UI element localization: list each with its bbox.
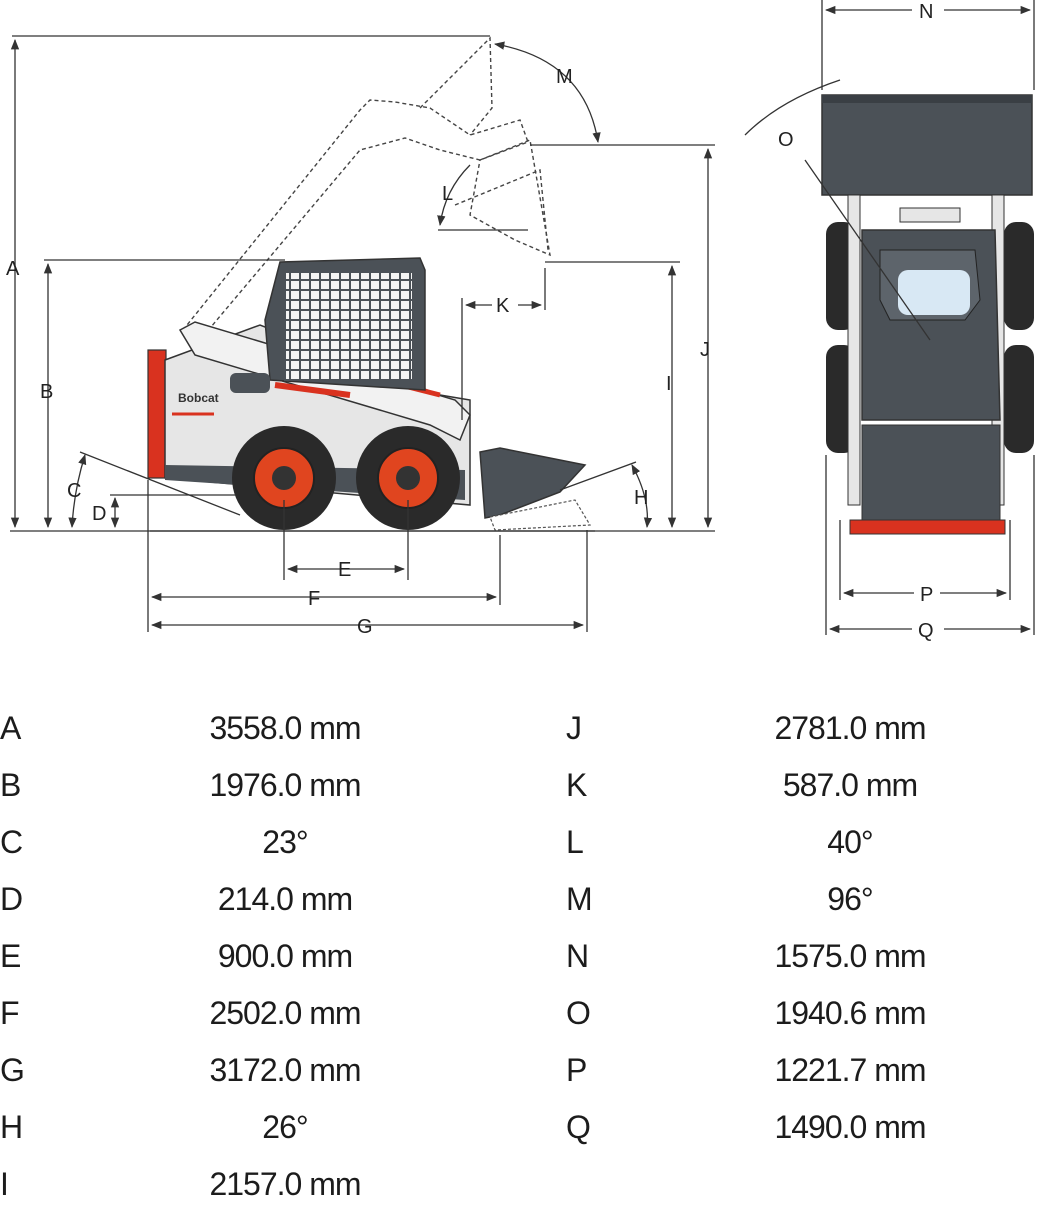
- spec-row-h: H 26°: [0, 1109, 520, 1165]
- spec-row-o: O 1940.6 mm: [566, 995, 1036, 1051]
- spec-row-i: I 2157.0 mm: [0, 1166, 520, 1222]
- label-b: B: [40, 381, 53, 403]
- spec-row-c: C 23°: [0, 824, 520, 880]
- skid-steer-body: Bobcat: [147, 257, 592, 531]
- spec-value: 3172.0 mm: [209, 1052, 361, 1088]
- spec-value: 2781.0 mm: [774, 710, 926, 746]
- spec-letter: B: [0, 767, 21, 803]
- spec-value: 3558.0 mm: [209, 710, 361, 746]
- spec-letter: I: [0, 1166, 9, 1202]
- spec-row-j: J 2781.0 mm: [566, 710, 1036, 766]
- label-q: Q: [918, 620, 934, 642]
- spec-value: 214.0 mm: [217, 881, 353, 917]
- spec-row-f: F 2502.0 mm: [0, 995, 520, 1051]
- label-p: P: [920, 584, 933, 606]
- label-k: K: [496, 295, 510, 317]
- spec-row-q: Q 1490.0 mm: [566, 1109, 1036, 1165]
- label-e: E: [338, 559, 351, 581]
- spec-value: 40°: [827, 824, 873, 860]
- spec-letter: K: [566, 767, 587, 803]
- spec-row-m: M 96°: [566, 881, 1036, 937]
- spec-value: 900.0 mm: [217, 938, 353, 974]
- label-c: C: [67, 480, 81, 502]
- spec-row-g: G 3172.0 mm: [0, 1052, 520, 1108]
- label-f: F: [308, 588, 320, 610]
- spec-letter: C: [0, 824, 23, 860]
- spec-row-d: D 214.0 mm: [0, 881, 520, 937]
- spec-letter: P: [566, 1052, 587, 1088]
- spec-value: 1575.0 mm: [774, 938, 926, 974]
- spec-letter: H: [0, 1109, 23, 1145]
- top-view: N O P Q: [744, 0, 1035, 642]
- spec-letter: A: [0, 710, 21, 746]
- dimension-diagram: Bobcat: [6, 0, 1035, 642]
- spec-letter: D: [0, 881, 23, 917]
- label-g: G: [357, 616, 373, 638]
- label-h: H: [634, 487, 648, 509]
- side-view: Bobcat: [6, 35, 715, 638]
- spec-value: 2157.0 mm: [209, 1166, 361, 1202]
- label-o: O: [778, 129, 794, 151]
- brand-logo-text: Bobcat: [178, 391, 219, 405]
- spec-letter: E: [0, 938, 21, 974]
- spec-row-e: E 900.0 mm: [0, 938, 520, 994]
- spec-value: 1940.6 mm: [774, 995, 926, 1031]
- label-d: D: [92, 503, 106, 525]
- label-m: M: [556, 66, 573, 88]
- spec-value: 23°: [262, 824, 308, 860]
- label-i: I: [666, 373, 672, 395]
- spec-row-b: B 1976.0 mm: [0, 767, 520, 823]
- spec-value: 1976.0 mm: [209, 767, 361, 803]
- spec-row-a: A 3558.0 mm: [0, 710, 520, 766]
- spec-value: 2502.0 mm: [209, 995, 361, 1031]
- spec-value: 587.0 mm: [782, 767, 918, 803]
- spec-row-l: L 40°: [566, 824, 1036, 880]
- spec-letter: J: [566, 710, 582, 746]
- spec-letter: O: [566, 995, 591, 1031]
- label-j: J: [700, 339, 710, 361]
- spec-value: 1221.7 mm: [774, 1052, 926, 1088]
- spec-value: 1490.0 mm: [774, 1109, 926, 1145]
- spec-letter: M: [566, 881, 593, 917]
- label-l: L: [442, 183, 453, 205]
- side-dimension-lines: [10, 35, 715, 632]
- spec-letter: L: [566, 824, 584, 860]
- spec-letter: G: [0, 1052, 25, 1088]
- spec-row-k: K 587.0 mm: [566, 767, 1036, 823]
- label-n: N: [919, 1, 933, 23]
- spec-letter: Q: [566, 1109, 591, 1145]
- spec-letter: F: [0, 995, 20, 1031]
- spec-value: 96°: [827, 881, 873, 917]
- spec-row-p: P 1221.7 mm: [566, 1052, 1036, 1108]
- spec-row-n: N 1575.0 mm: [566, 938, 1036, 994]
- spec-value: 26°: [262, 1109, 308, 1145]
- label-a: A: [6, 258, 20, 280]
- spec-letter: N: [566, 938, 589, 974]
